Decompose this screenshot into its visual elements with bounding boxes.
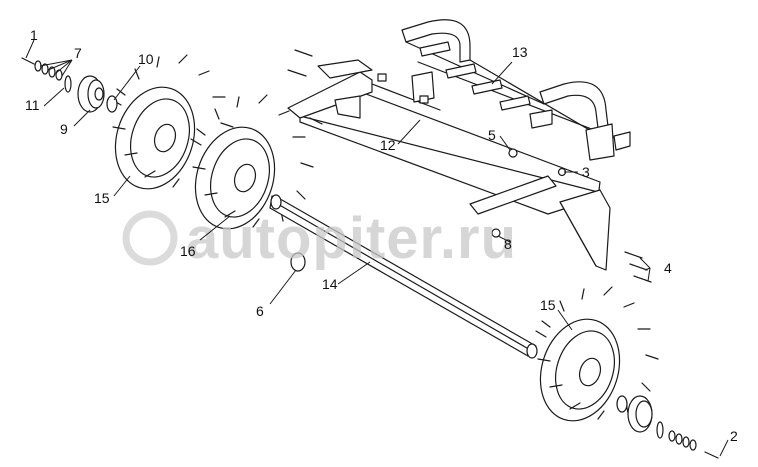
bearing-stack-left — [21, 57, 118, 113]
frame-beam — [287, 59, 611, 271]
shaft — [269, 194, 538, 359]
callout-12: 12 — [380, 137, 396, 153]
tine-assembly — [401, 19, 631, 161]
callout-1: 1 — [30, 27, 38, 43]
watermark: autopiter.ru — [122, 206, 517, 271]
callout-15-right: 15 — [540, 297, 556, 313]
callout-10: 10 — [138, 51, 154, 67]
bearing-stack-right — [616, 395, 719, 459]
spiked-wheel-right — [535, 286, 659, 422]
spiked-wheel-left — [110, 54, 234, 190]
callout-11: 11 — [25, 97, 40, 113]
callout-5: 5 — [488, 127, 496, 143]
callout-14: 14 — [322, 276, 338, 292]
callout-16: 16 — [180, 243, 196, 259]
callout-2: 2 — [730, 428, 738, 444]
callout-numbers: 1 2 3 4 5 6 7 8 9 10 11 12 13 14 15 15 1… — [25, 27, 738, 444]
spiked-wheel-inner — [190, 94, 314, 230]
callout-8: 8 — [504, 236, 512, 252]
callout-3: 3 — [582, 164, 590, 180]
spacer-ring — [290, 252, 306, 272]
callout-7: 7 — [74, 45, 82, 61]
watermark-text: autopiter.ru — [186, 206, 517, 271]
callout-6: 6 — [256, 303, 264, 319]
callout-13: 13 — [512, 44, 528, 60]
callout-15-left: 15 — [94, 190, 110, 206]
leader-lines — [25, 39, 729, 457]
callout-9: 9 — [60, 121, 68, 137]
callout-4: 4 — [664, 260, 672, 276]
